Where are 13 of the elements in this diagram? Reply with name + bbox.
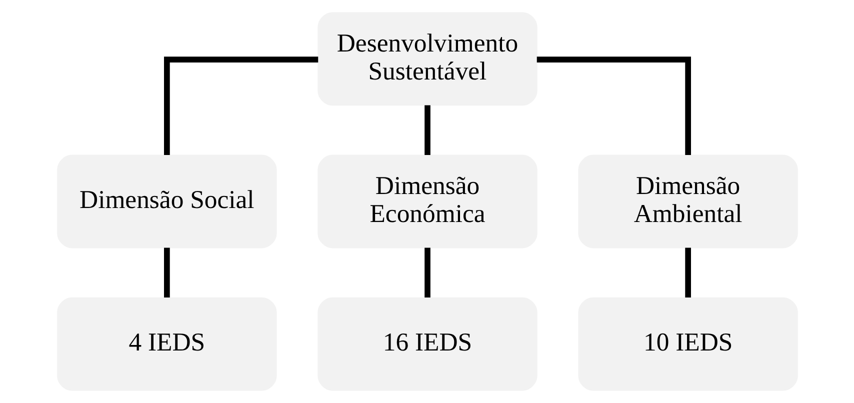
node-box: Desenvolvimento Sustentável [317, 12, 537, 106]
node-box: 4 IEDS [56, 297, 276, 391]
connector [684, 248, 690, 298]
connector [164, 248, 170, 298]
node-box: Dimensão Social [56, 154, 276, 248]
connector [536, 56, 690, 156]
connector [424, 248, 430, 298]
connector [424, 105, 430, 155]
node-box: 10 IEDS [578, 297, 798, 391]
node-box: Dimensão Ambiental [578, 154, 798, 248]
connector [164, 56, 318, 156]
node-box: Dimensão Económica [317, 154, 537, 248]
node-box: 16 IEDS [317, 297, 537, 391]
